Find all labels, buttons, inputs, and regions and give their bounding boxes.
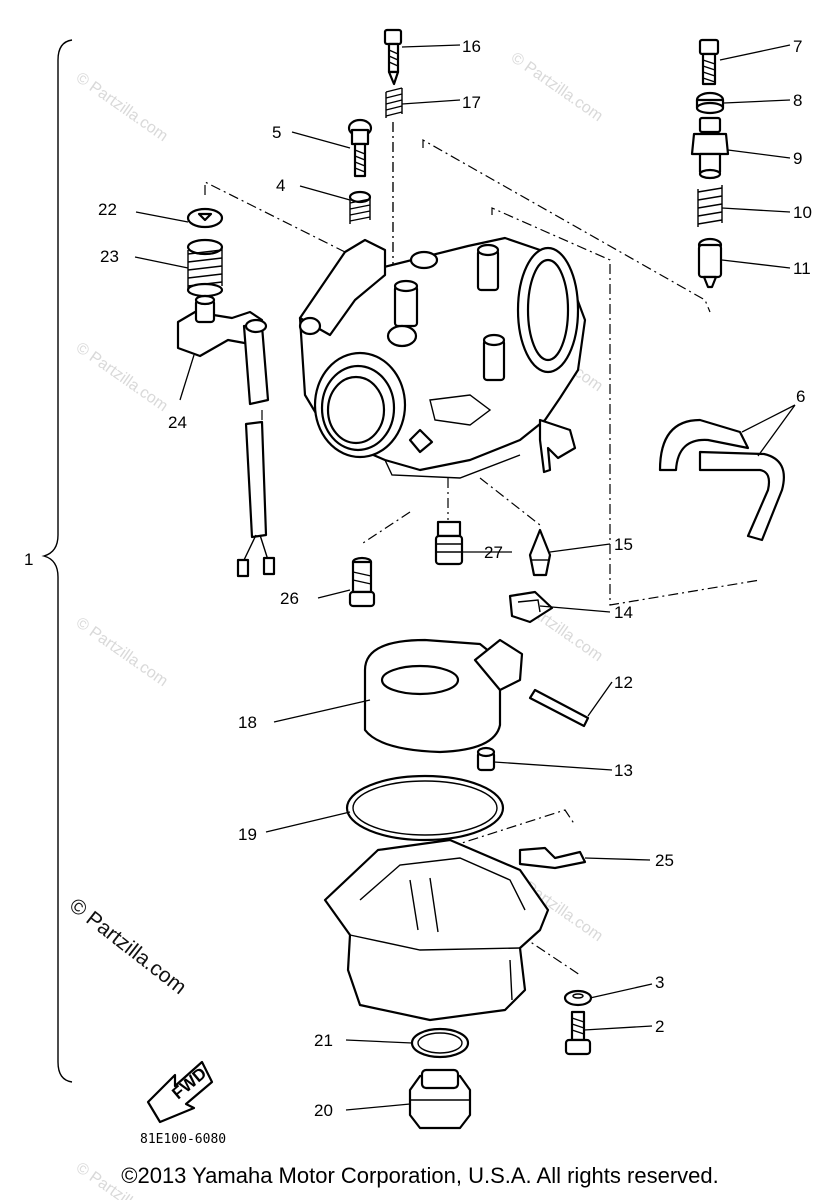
callout-8: 8 — [793, 91, 802, 110]
watermark-group: © Partzilla.com © Partzilla.com © Partzi… — [73, 49, 606, 1200]
watermark: © Partzilla.com — [73, 69, 171, 145]
fwd-arrow: FWD — [146, 1060, 214, 1124]
part-5-screw — [347, 118, 373, 178]
part-24-starter-plunger — [176, 294, 276, 578]
part-12-float-pin — [528, 688, 590, 728]
assembly-brace — [41, 39, 73, 1083]
callout-10: 10 — [793, 203, 812, 222]
callout-19: 19 — [238, 825, 257, 844]
callout-11: 11 — [793, 259, 811, 278]
part-21-o-ring — [410, 1027, 470, 1059]
callout-4: 4 — [276, 176, 285, 195]
part-15-needle-valve — [528, 528, 552, 577]
part-6-hose — [658, 418, 785, 542]
part-27-main-jet — [434, 520, 464, 566]
callout-5: 5 — [272, 123, 281, 142]
alignment-lines — [204, 122, 761, 976]
callout-9: 9 — [793, 149, 802, 168]
diagram-code: 81E100-6080 — [140, 1132, 226, 1147]
part-4-spring — [348, 190, 372, 224]
callout-6: 6 — [796, 387, 805, 406]
callout-2: 2 — [655, 1017, 664, 1036]
leader-lines — [134, 44, 796, 1111]
part-14-clip — [508, 590, 554, 624]
watermark: © Partzilla.com — [73, 614, 171, 690]
callout-22: 22 — [98, 200, 117, 219]
part-7-screw — [698, 38, 720, 86]
callout-17: 17 — [462, 93, 481, 112]
part-23-spring — [186, 238, 224, 298]
watermark: © Partzilla.com — [73, 339, 171, 415]
copyright-footer: ©2013 Yamaha Motor Corporation, U.S.A. A… — [121, 1163, 719, 1188]
callout-12: 12 — [614, 673, 633, 692]
part-18-float — [363, 638, 524, 754]
part-22-cap — [186, 207, 224, 229]
callout-labels: 1 16 17 5 4 22 23 24 7 8 9 10 11 6 27 15… — [24, 37, 812, 1120]
callout-3: 3 — [655, 973, 664, 992]
part-11-plunger — [697, 237, 723, 289]
callout-14: 14 — [614, 603, 633, 622]
part-2-bolt — [564, 1010, 592, 1056]
callout-18: 18 — [238, 713, 257, 732]
callout-23: 23 — [100, 247, 119, 266]
callout-16: 16 — [462, 37, 481, 56]
part-13-jet — [476, 746, 496, 772]
callout-25: 25 — [655, 851, 674, 870]
part-9-fitting — [690, 116, 730, 180]
callout-7: 7 — [793, 37, 802, 56]
part-26-pilot-jet — [348, 556, 376, 608]
callout-26: 26 — [280, 589, 299, 608]
callout-20: 20 — [314, 1101, 333, 1120]
callout-27: 27 — [484, 543, 503, 562]
part-25-bracket — [518, 846, 587, 870]
callout-1: 1 — [24, 550, 33, 569]
part-8-nut — [695, 91, 725, 115]
part-19-gasket — [345, 774, 505, 842]
part-17-spring — [385, 87, 403, 118]
part-3-washer — [563, 989, 593, 1007]
watermark-main: © Partzilla.com — [65, 894, 191, 999]
callout-24: 24 — [168, 413, 187, 432]
callout-21: 21 — [314, 1031, 333, 1050]
watermark: © Partzilla.com — [508, 49, 606, 125]
part-10-spring — [697, 185, 723, 227]
part-20-drain-plug — [408, 1068, 472, 1130]
callout-15: 15 — [614, 535, 633, 554]
callout-13: 13 — [614, 761, 633, 780]
carburetor-body — [298, 236, 587, 479]
part-16-pilot-screw — [383, 28, 403, 86]
float-bowl — [323, 838, 550, 1022]
